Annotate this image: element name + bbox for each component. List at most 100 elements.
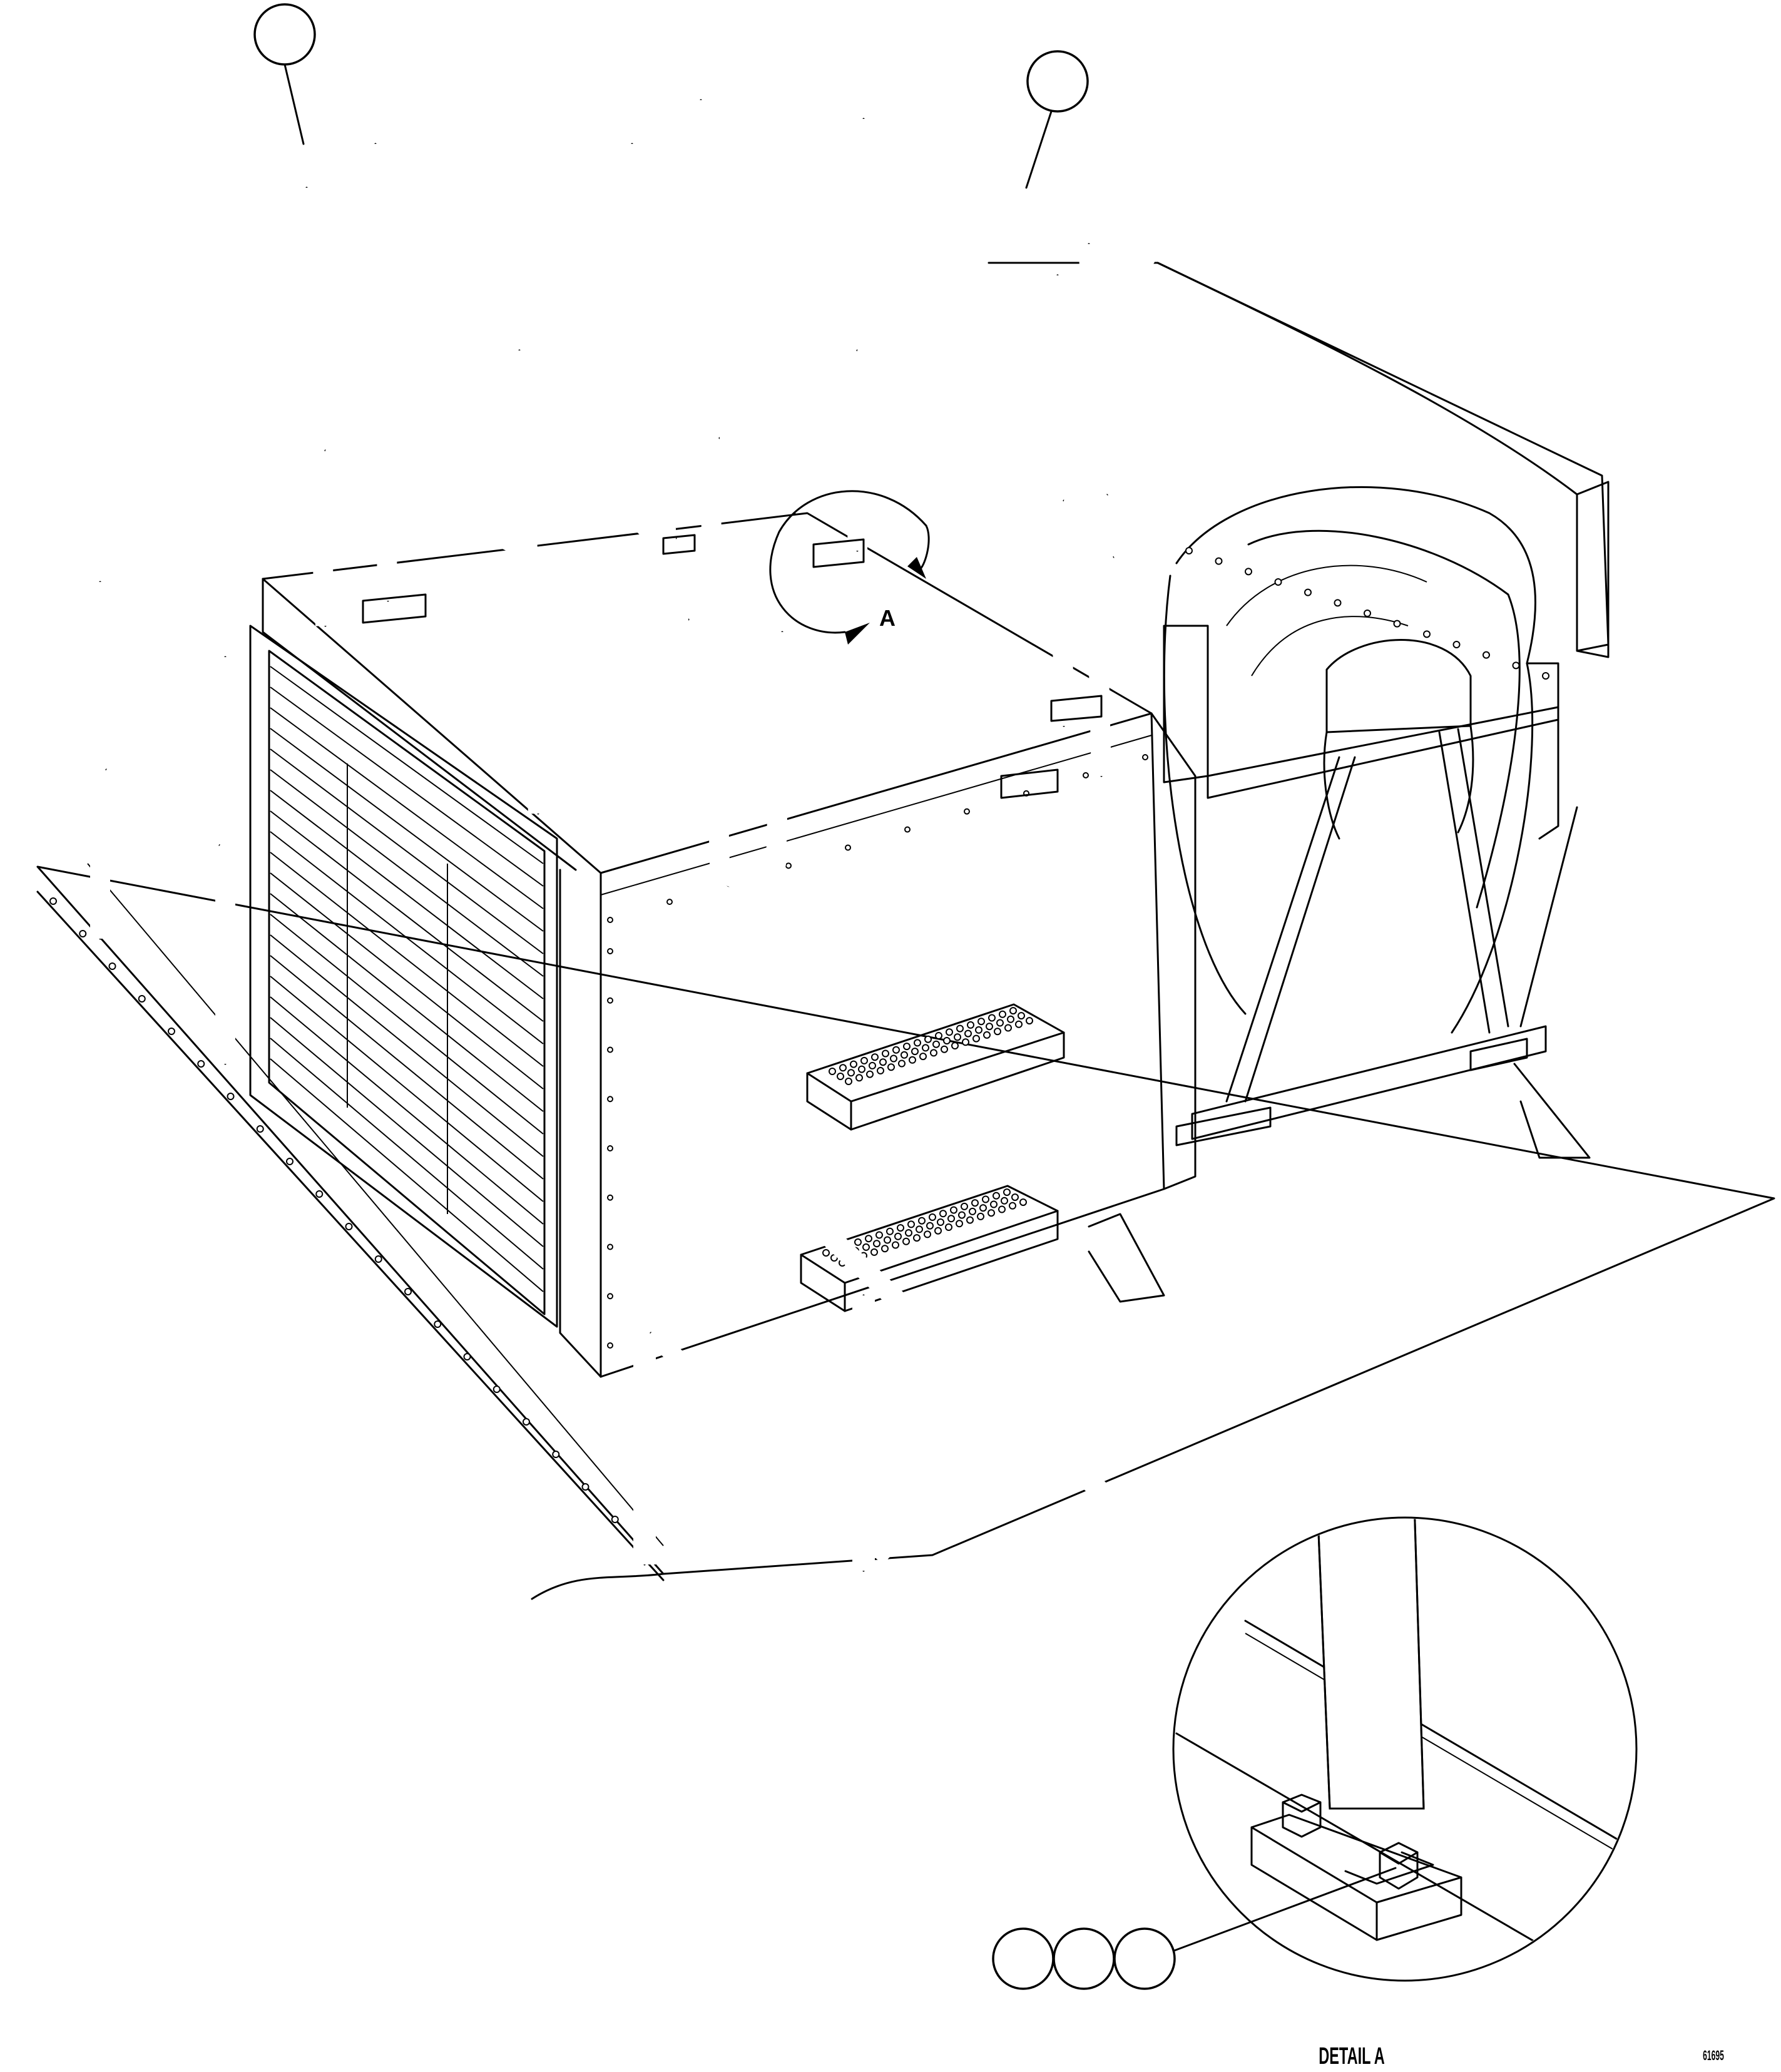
step-perforation [850,1060,857,1068]
panel-screw [607,1194,613,1201]
housing-rivet-row [1185,547,1549,680]
louvre-slat [270,976,544,1202]
deck-bolt-hole [227,1093,235,1100]
step-perforation [996,1019,1004,1027]
housing-rivet [1393,620,1401,628]
step-perforation [979,1204,987,1212]
detail-a-marker: A [769,490,930,645]
figure-code: 61695 [1703,2048,1724,2063]
step-perforation [932,1040,940,1048]
step-perforation [988,1014,996,1022]
step-perforation [903,1043,911,1051]
louvre-slat [270,955,544,1180]
step-perforation [934,1227,942,1235]
step-perforation [966,1216,974,1224]
step-perforation [987,1209,995,1217]
step-perforation [935,1032,942,1039]
panel-screw [607,1145,613,1151]
step-perforation [882,1049,889,1058]
step-perforation [829,1068,836,1075]
louvre-slat [270,686,544,887]
step-perforation [937,1218,944,1226]
deck-bolt-hole [581,1483,589,1491]
louvre-slat [270,728,544,932]
panel-screw [785,862,792,869]
deck-bolt-hole [138,995,146,1003]
detail-a-marker-label: A [879,605,896,631]
louvre-slat [270,810,544,1022]
panel-screw [607,997,613,1004]
housing-rivet [1542,672,1549,680]
housing-rivet [1245,568,1252,576]
deck-bolt-hole [345,1223,353,1230]
step-perforation [847,1069,855,1077]
louvre-slat [270,790,544,999]
callout-upper-right [1025,50,1089,189]
guard-rail-front-left [262,118,756,815]
step-perforation [845,1078,852,1085]
deck-bolt-hole [49,897,57,905]
callout-detail-2 [1053,1927,1115,1990]
step-perforation [971,1199,979,1207]
step-perforation [907,1220,915,1228]
deck-bolt-hole [286,1158,293,1165]
step-perforation [1026,1017,1033,1025]
panel-screw [607,1342,613,1349]
louvre-slat [270,707,544,909]
step-perforation [1009,1202,1016,1210]
louvre-slat [270,893,544,1112]
step-perforation [1009,1007,1017,1015]
step-perforation [990,1200,998,1208]
step-perforation [886,1227,894,1235]
step-perforation [869,1061,876,1069]
louvre-slat [270,996,544,1225]
step-perforation [943,1037,951,1044]
step-perforation [905,1229,912,1237]
guard-rail-left [76,361,806,1065]
louvre-grille [249,625,558,1328]
step-perforation [860,1056,868,1064]
step-perforation [951,1042,959,1049]
callout-upper-left [253,3,316,145]
step-perforation [972,1034,980,1043]
step-perforation [902,1237,910,1245]
guard-rail-center [622,83,1158,891]
deck-bolt-hole [197,1060,205,1068]
housing-rivet [1512,661,1520,670]
louvre-slat [270,831,544,1044]
panel-screw [607,1096,613,1103]
step-perforation [982,1195,989,1203]
step-perforation [858,1065,865,1073]
deck-bolt-hole [492,1386,501,1393]
step-perforation [977,1018,985,1026]
step-perforation [1004,1024,1012,1032]
louvre-slat [270,914,544,1135]
panel-screw [1083,772,1089,778]
step-perforation [901,1051,908,1059]
step-perforation [871,1053,879,1061]
step-perforation [887,1063,895,1071]
deck-bolt-hole [552,1451,560,1458]
step-perforation [986,1023,993,1031]
step-perforation [999,1010,1006,1018]
deck-bolt-hole [256,1125,264,1133]
step-perforation [946,1028,953,1036]
step-perforation [924,1230,931,1238]
louvre-slat [270,934,544,1157]
housing-rivet [1185,547,1193,554]
step-perforation [918,1217,926,1225]
step-perforation [892,1241,899,1249]
perforated-step-lower [800,1185,1059,1312]
step-perforation [961,1202,968,1210]
louvre-slat [270,769,544,977]
deck-bolt-hole [463,1353,471,1360]
louvre-slat [270,852,544,1067]
step-perforation [855,1074,863,1082]
step-perforation [1015,1020,1023,1028]
louvre-slat [270,1017,544,1247]
rail-base-pads [362,534,1103,799]
step-perforation [866,1070,874,1078]
detail-a-view [1160,1516,1638,1982]
step-perforation [967,1021,974,1029]
louvre-slat [270,872,544,1090]
